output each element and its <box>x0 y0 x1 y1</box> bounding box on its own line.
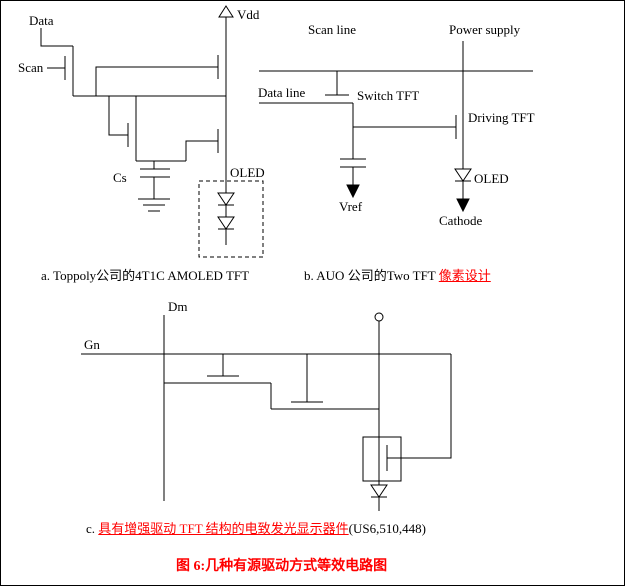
circuit-c-diagram <box>81 312 452 511</box>
data-label: Data <box>29 13 54 28</box>
circuit-b-diagram <box>259 41 533 213</box>
oled-diode-stack <box>217 181 235 245</box>
oled-label-a: OLED <box>230 165 265 180</box>
circuit-b-wires <box>259 41 533 199</box>
diode-c <box>370 484 388 511</box>
ground-symbol <box>138 198 170 212</box>
caption-b-text: b. AUO 公司的Two TFT <box>304 268 439 283</box>
vdd-power-symbol <box>218 5 234 18</box>
cs-label: Cs <box>113 170 127 185</box>
storage-capacitor-b <box>340 158 366 168</box>
circuit-c-labels: Dm Gn <box>84 299 188 352</box>
switch-tft-label: Switch TFT <box>357 88 419 103</box>
caption-c-patent: (US6,510,448) <box>348 521 426 536</box>
circuit-b-labels: Scan line Power supply Data line Switch … <box>258 22 535 228</box>
caption-a-text: a. Toppoly公司的4T1C AMOLED TFT <box>41 268 250 283</box>
figure-caption: 图 6:几种有源驱动方式等效电路图 <box>176 559 388 574</box>
vdd-label: Vdd <box>237 7 260 22</box>
circuit-c-wires <box>81 315 452 501</box>
gn-label: Gn <box>84 337 100 352</box>
caption-c-prefix: c. <box>86 521 99 536</box>
oled-dashed-box <box>198 180 264 258</box>
circuit-a-diagram <box>40 5 264 258</box>
cathode-label: Cathode <box>439 213 483 228</box>
storage-capacitor-cs <box>140 168 170 178</box>
cathode-arrow <box>456 198 470 213</box>
caption-c-annotation: 具有增强驱动 TFT 结构的电致发光显示器件 <box>98 521 349 536</box>
scan-label: Scan <box>18 60 44 75</box>
circuit-a-wires <box>40 17 227 199</box>
circuit-a-labels: Data Scan Vdd Cs OLED <box>18 7 265 185</box>
power-supply-label: Power supply <box>449 22 521 37</box>
data-line-label: Data line <box>258 85 306 100</box>
vref-label: Vref <box>339 199 363 214</box>
oled-diode-b <box>454 168 472 182</box>
oled-label-b: OLED <box>474 171 509 186</box>
scan-line-label: Scan line <box>308 22 356 37</box>
driving-tft-label: Driving TFT <box>468 110 535 125</box>
terminal-circle <box>374 312 384 322</box>
vref-arrow <box>346 184 360 199</box>
dm-label: Dm <box>168 299 188 314</box>
caption-circuit-b: b. AUO 公司的Two TFT 像素设计 <box>304 265 491 284</box>
caption-b-annotation: 像素设计 <box>438 268 491 283</box>
caption-circuit-c: c. 具有增强驱动 TFT 结构的电致发光显示器件(US6,510,448) <box>86 518 426 537</box>
enhanced-driving-tft-box <box>362 436 402 482</box>
caption-circuit-a: a. Toppoly公司的4T1C AMOLED TFT <box>41 265 249 284</box>
